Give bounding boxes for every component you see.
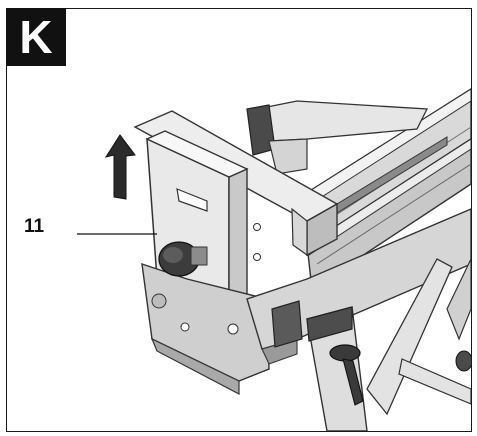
saw-stand-illustration (77, 88, 471, 431)
rear-support-arm (246, 100, 429, 175)
leg-lever-icon (329, 344, 364, 406)
clamp-housing (141, 262, 270, 395)
locking-knob-icon (158, 241, 208, 277)
callout-label: 11 (24, 216, 45, 237)
leg-assembly (306, 258, 471, 431)
base-rail (246, 208, 471, 365)
up-arrow-icon (104, 134, 136, 200)
figure-letter-badge: K (6, 8, 66, 66)
extension-rails (296, 88, 471, 291)
